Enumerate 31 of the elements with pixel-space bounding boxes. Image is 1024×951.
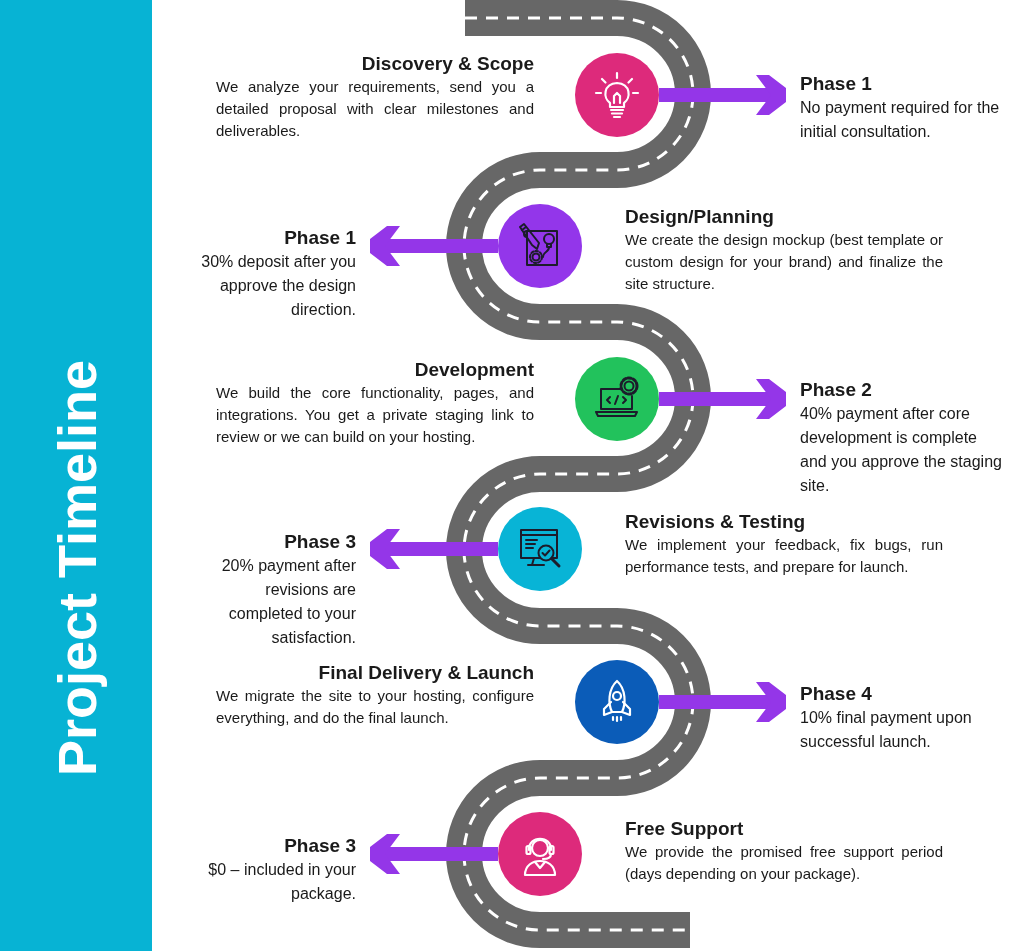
step-description: We analyze your requirements, send you a detailed proposal with clear milestones and deliverables.: [216, 77, 534, 141]
step-circle: [575, 53, 659, 137]
phase-description: 40% payment after core development is complete and you approve the staging site.: [800, 404, 1003, 496]
step-description: We build the core functionality, pages, and integrations. You get a private staging link to review or we can build on your hosting.: [216, 383, 534, 447]
phase-description: 10% final payment upon successful launch.: [800, 708, 973, 752]
phase-description: 30% deposit after you approve the design direction.: [200, 252, 356, 320]
step-description: We provide the promised free support period (days depending on your package).: [625, 842, 943, 884]
step-circle: [498, 507, 582, 591]
phase-title: Phase 3: [283, 530, 356, 554]
step-description: We migrate the site to your hosting, configure everything, and do the final launch.: [216, 686, 534, 728]
step-circle: [575, 660, 659, 744]
phase-description: No payment required for the initial consultation.: [800, 98, 1001, 142]
step-circle: [498, 812, 582, 896]
phase-title: Phase 4: [800, 682, 873, 706]
phase-title: Phase 2: [800, 378, 873, 402]
phase-title: Phase 3: [283, 834, 356, 858]
step-title: Final Delivery & Launch: [317, 661, 534, 685]
step-title: Revisions & Testing: [625, 510, 807, 534]
step-title: Free Support: [625, 817, 745, 841]
step-description: We implement your feedback, fix bugs, run performance tests, and prepare for launch.: [625, 535, 943, 577]
phase-title: Phase 1: [800, 72, 873, 96]
step-circle: [498, 204, 582, 288]
step-title: Development: [413, 358, 534, 382]
step-circle: [575, 357, 659, 441]
phase-description: 20% payment after revisions are completed to your satisfaction.: [220, 556, 356, 648]
step-title: Design/Planning: [625, 205, 775, 229]
step-title: Discovery & Scope: [360, 52, 534, 76]
step-description: We create the design mockup (best template or custom design for your brand) and finalize the site structure.: [625, 230, 943, 294]
phase-title: Phase 1: [283, 226, 356, 250]
page-title: Project Timeline: [46, 359, 108, 777]
phase-description: $0 – included in your package.: [207, 860, 356, 904]
